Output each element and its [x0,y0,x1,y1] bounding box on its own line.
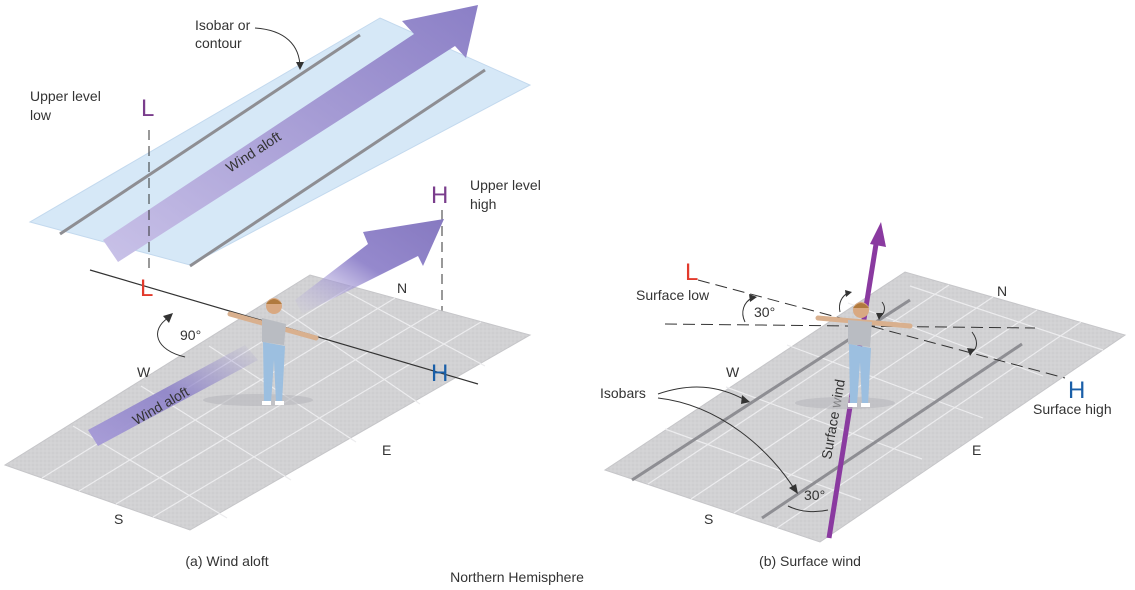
angle-arc-90 [157,317,186,358]
surface-wind-arrowhead [870,222,886,247]
angle-arc-top [742,297,753,323]
surface-high-label: Surface high [1033,401,1112,417]
person-figure-b [795,302,913,409]
deflection-arrowhead-right [876,313,883,320]
compass-e-a: E [382,442,391,458]
isobar-label-line1: Isobar or [195,17,251,33]
isobars-callout-arrowhead-1 [741,395,750,404]
angle-arrowhead-right [967,348,975,356]
surface-low-letter-a: L [140,275,153,302]
isobars-callout-arrowhead-2 [789,484,798,494]
compass-w-a: W [137,364,151,380]
angle-label-90: 90° [180,327,201,343]
isobars-callout-arrow-2 [657,397,796,491]
compass-w-b: W [726,364,740,380]
upper-high-letter: H [431,182,448,209]
angle-arrowhead-top [749,294,757,302]
angle-label-bottom: 30° [804,487,825,503]
compass-n-a: N [397,280,407,296]
upper-isobar [189,68,486,268]
caption-b: (b) Surface wind [759,553,861,569]
isobars-callout-arrow-1 [657,386,746,401]
wind-aloft-upper-arrow [103,5,478,262]
compass-s-a: S [114,511,123,527]
surface-isobar-b [761,342,1023,520]
upper-high-label-line2: high [470,196,496,212]
upper-low-letter: L [141,95,154,122]
upper-low-label-line2: low [30,107,52,123]
wind-aloft-arrow-head [295,219,444,314]
surface-high-letter-b: H [1068,377,1085,404]
surface-high-letter-a: H [431,360,448,387]
isobar-label-line2: contour [195,35,242,51]
upper-isobar [59,33,361,236]
hemisphere-label: Northern Hemisphere [450,569,584,585]
wind-aloft-lower-arrow [88,345,258,446]
angle-arrowhead-90 [163,313,173,323]
compass-n-b: N [997,283,1007,299]
angle-arc-bottom [787,505,829,513]
deflection-arrowhead-left [845,290,852,297]
isobar-callout-arrow [254,27,301,69]
isobars-label: Isobars [600,385,646,401]
person-figure-a [203,298,319,406]
upper-high-label-line1: Upper level [470,177,541,193]
upper-low-label-line1: Upper level [30,88,101,104]
surface-low-letter-b: L [685,259,698,286]
caption-a: (a) Wind aloft [185,553,268,569]
compass-s-b: S [704,511,713,527]
surface-low-label: Surface low [636,287,710,303]
angle-label-top: 30° [754,304,775,320]
isobar-callout-arrowhead [296,62,304,70]
compass-e-b: E [972,442,981,458]
dashed-line-low-high [697,279,1066,379]
